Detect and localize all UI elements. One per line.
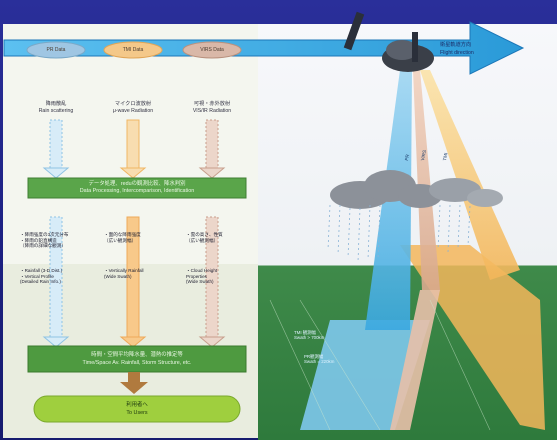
pill-pr [26, 41, 86, 59]
column-pr-jp: 降雨散乱 [45, 101, 67, 107]
column-tmi-en: μ-wave Radiation [112, 108, 154, 114]
orbit-label-jp: 衛星軌道方向 [440, 42, 472, 48]
process-box [27, 177, 247, 199]
column-virs-en: VIS/IR Radiation [192, 108, 232, 114]
column-virs-jp: 可視・赤外放射 [193, 101, 231, 107]
column-tmi-jp: マイクロ波放射 [114, 101, 152, 107]
final-box-en: To Users [126, 410, 148, 416]
tmi-beam [420, 70, 520, 280]
product-pr-jp: ・降雨強度の3次元分布 ・降雨の鉛直構造 （降雨の詳細な観測） [20, 232, 69, 249]
tmi-column-arrow [119, 119, 147, 348]
pill-tmi-label: TMI Data [122, 47, 144, 53]
product-pr-en: ・Rainfall (3-D Dist.) ・Vertical Profile … [20, 268, 63, 285]
pill-virs [182, 41, 242, 59]
pill-virs-label: VIRS Data [200, 47, 224, 53]
rain-cloud [330, 170, 503, 209]
pill-pr-label: PR Data [46, 47, 66, 53]
process-box-jp: データ処理、reduの観測比較、降水判別 [88, 181, 186, 187]
final-box [33, 395, 241, 423]
virs-column-arrow [198, 119, 226, 348]
pill-tmi [103, 41, 163, 59]
product-virs-en: ・Cloud Height Properties (Wide Swath) [186, 268, 218, 285]
product-tmi-en: ・Vertically Rainfall (Wide Swath) [104, 268, 144, 279]
pr-swath-label: PR観測幅 Swath = 220km [304, 354, 335, 365]
satellite [343, 11, 434, 72]
product-tmi-jp: ・面的な降雨強度 （広い観測幅） [104, 232, 141, 243]
ground-grid [269, 299, 491, 431]
pr-column-arrow [42, 119, 70, 348]
tmi-swath-label: TMI 観測幅 Swath > 700km [294, 330, 325, 341]
final-arrow [120, 372, 148, 394]
result-box-en: Time/Space Av. Rainfall, Storm Structure… [82, 360, 192, 366]
result-box [27, 345, 247, 373]
flight-direction-arrow [3, 21, 525, 75]
process-box-en: Data Processing, Intercomparison, Identi… [79, 188, 195, 194]
rain-streaks [327, 204, 471, 263]
orbit-label-en: Flight direction [440, 50, 474, 56]
virs-beam [413, 70, 440, 290]
product-virs-jp: ・雲の高さ、性質 （広い観測幅） [186, 232, 223, 243]
virs-swath [390, 290, 440, 430]
final-box-jp: 利用者へ [126, 402, 148, 408]
result-box-jp: 時間・空間平均降水量、潜熱の推定等 [91, 352, 183, 358]
column-pr-en: Rain scattering [38, 108, 74, 114]
